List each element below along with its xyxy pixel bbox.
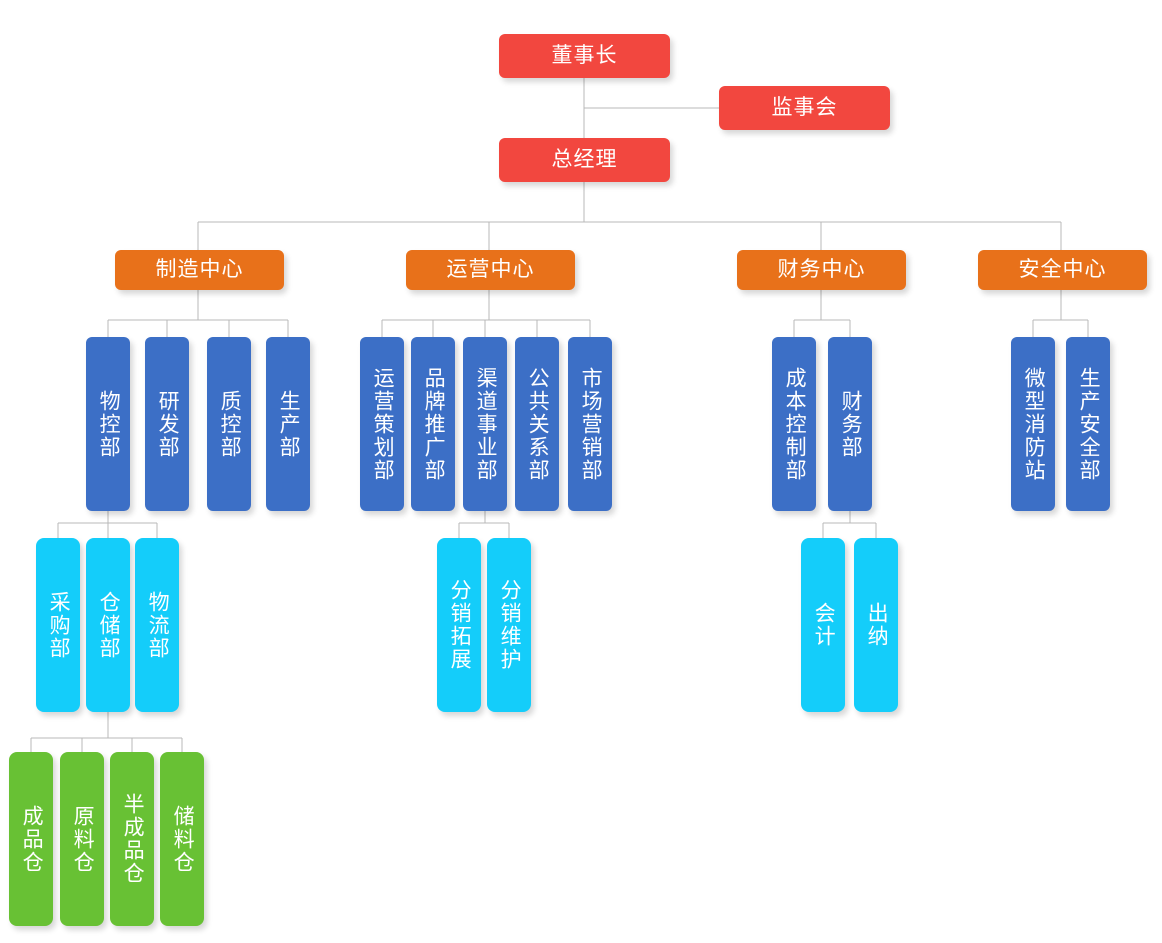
- node-manufacturing-center[interactable]: 制造中心: [115, 250, 284, 290]
- node-material-control[interactable]: 物控部: [86, 337, 130, 511]
- node-channel-business[interactable]: 渠道事业部: [463, 337, 507, 511]
- node-safety-center[interactable]: 安全中心: [978, 250, 1147, 290]
- node-general-manager[interactable]: 总经理: [499, 138, 670, 182]
- node-distribution-expansion[interactable]: 分销拓展: [437, 538, 481, 712]
- node-rnd[interactable]: 研发部: [145, 337, 189, 511]
- node-logistics[interactable]: 物流部: [135, 538, 179, 712]
- node-accounting[interactable]: 会计: [801, 538, 845, 712]
- node-finance-center[interactable]: 财务中心: [737, 250, 906, 290]
- node-cost-control[interactable]: 成本控制部: [772, 337, 816, 511]
- node-ops-planning[interactable]: 运营策划部: [360, 337, 404, 511]
- node-raw-material-warehouse[interactable]: 原料仓: [60, 752, 104, 926]
- node-purchasing[interactable]: 采购部: [36, 538, 80, 712]
- node-finished-goods-warehouse[interactable]: 成品仓: [9, 752, 53, 926]
- node-marketing[interactable]: 市场营销部: [568, 337, 612, 511]
- node-distribution-maintenance[interactable]: 分销维护: [487, 538, 531, 712]
- node-storage-material-warehouse[interactable]: 储料仓: [160, 752, 204, 926]
- node-cashier[interactable]: 出纳: [854, 538, 898, 712]
- node-public-relations[interactable]: 公共关系部: [515, 337, 559, 511]
- node-operations-center[interactable]: 运营中心: [406, 250, 575, 290]
- node-brand-promotion[interactable]: 品牌推广部: [411, 337, 455, 511]
- node-micro-fire-station[interactable]: 微型消防站: [1011, 337, 1055, 511]
- node-semi-finished-warehouse[interactable]: 半成品仓: [110, 752, 154, 926]
- node-production-safety[interactable]: 生产安全部: [1066, 337, 1110, 511]
- node-warehousing[interactable]: 仓储部: [86, 538, 130, 712]
- node-chairman[interactable]: 董事长: [499, 34, 670, 78]
- node-finance-dept[interactable]: 财务部: [828, 337, 872, 511]
- node-production[interactable]: 生产部: [266, 337, 310, 511]
- node-quality-control[interactable]: 质控部: [207, 337, 251, 511]
- node-supervisors[interactable]: 监事会: [719, 86, 890, 130]
